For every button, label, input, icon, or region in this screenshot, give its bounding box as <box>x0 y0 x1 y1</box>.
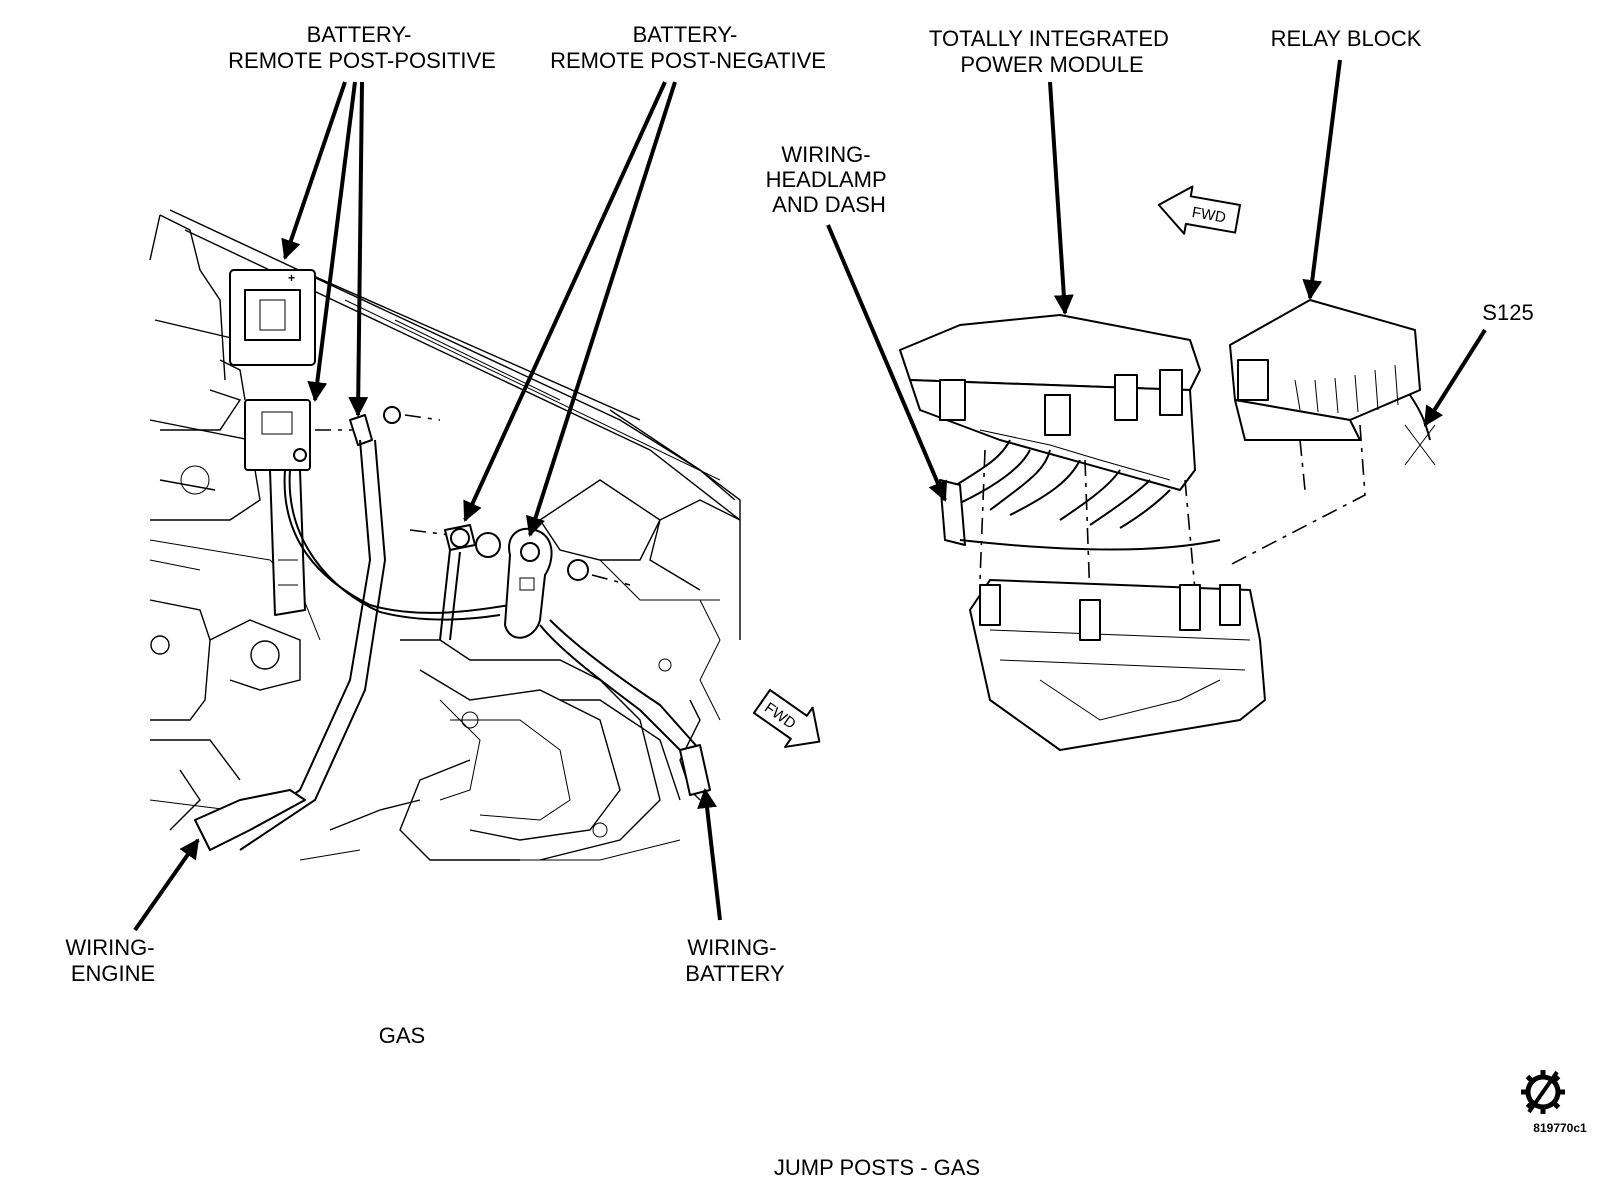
label-battery-positive: BATTERY- REMOTE POST-POSITIVE <box>228 22 496 73</box>
label-wiring-headlamp: WIRING- HEADLAMP AND DASH <box>766 142 893 217</box>
label-relay-block: RELAY BLOCK <box>1271 26 1422 51</box>
label-gas: GAS <box>379 1023 425 1048</box>
leader-lines <box>133 59 1487 932</box>
label-battery-negative: BATTERY- REMOTE POST-NEGATIVE <box>550 22 826 73</box>
tipm-illustration <box>899 299 1436 751</box>
engine-bay-illustration: + <box>149 209 741 861</box>
label-wiring-engine: WIRING- ENGINE <box>65 935 160 986</box>
label-wiring-battery: WIRING- BATTERY <box>685 935 785 986</box>
gear-icon <box>1521 1070 1565 1114</box>
figure-caption: JUMP POSTS - GAS <box>774 1155 980 1180</box>
fwd-arrow-right: FWD <box>1157 185 1241 235</box>
figure-id: 819770c1 <box>1533 1121 1587 1135</box>
label-tipm: TOTALLY INTEGRATED POWER MODULE <box>929 26 1175 77</box>
fwd-arrow-left: FWD <box>752 689 821 748</box>
svg-text:FWD: FWD <box>1191 204 1228 227</box>
label-s125: S125 <box>1482 300 1533 325</box>
svg-text:+: + <box>288 271 295 285</box>
